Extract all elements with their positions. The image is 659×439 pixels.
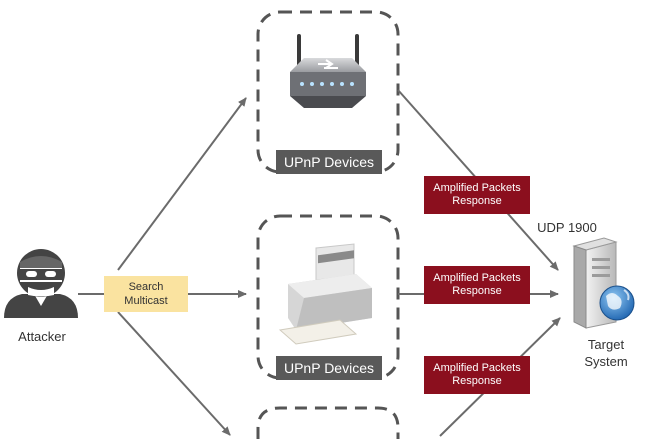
response-bottom-line2: Response [452, 375, 502, 387]
response-bottom-line1: Amplified Packets [433, 362, 521, 374]
response-label-top: Amplified Packets Response [424, 176, 530, 214]
udp-port-label: UDP 1900 [537, 220, 597, 235]
target-line2: System [584, 354, 628, 369]
attacker-label: Attacker [18, 329, 66, 344]
device-box-partial [256, 406, 400, 439]
target-system-label: Target System [564, 336, 648, 370]
router-icon [290, 34, 366, 108]
response-top-line2: Response [452, 195, 502, 207]
device-label-printer: UPnP Devices [276, 356, 382, 380]
search-multicast-label: Search Multicast [104, 276, 188, 312]
hacker-icon [4, 249, 78, 318]
arrow-to-third-device [117, 311, 231, 436]
target-line1: Target [587, 337, 625, 352]
search-line1: Search [128, 281, 164, 293]
arrow-to-router [117, 97, 247, 271]
printer-icon [278, 243, 372, 345]
response-middle-line1: Amplified Packets [433, 272, 521, 284]
response-middle-line2: Response [452, 285, 502, 297]
response-top-line1: Amplified Packets [433, 182, 521, 194]
server-globe-icon [572, 237, 635, 329]
response-label-middle: Amplified Packets Response [424, 266, 530, 304]
response-label-bottom: Amplified Packets Response [424, 356, 530, 394]
device-label-router: UPnP Devices [276, 150, 382, 174]
search-line2: Multicast [124, 295, 168, 307]
